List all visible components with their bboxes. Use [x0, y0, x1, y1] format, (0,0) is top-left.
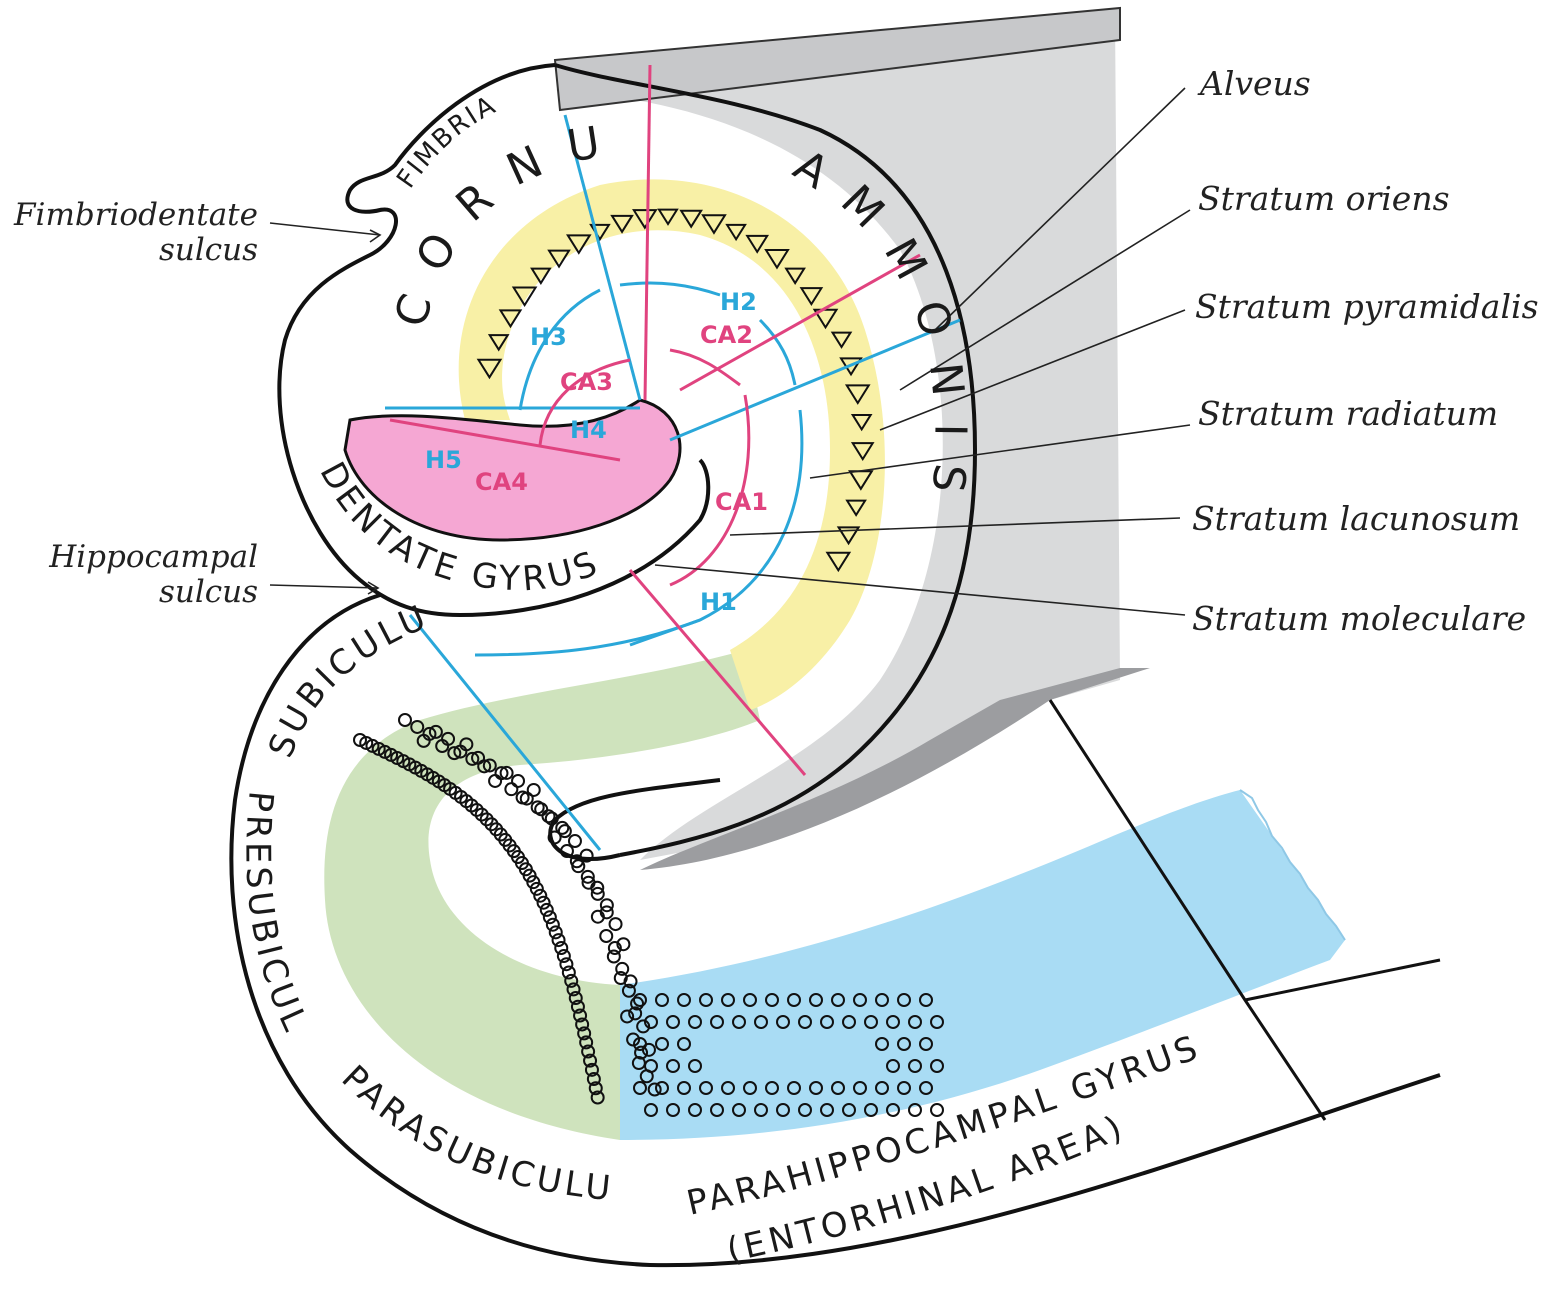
granule-cell: [399, 714, 411, 726]
stratum-lacunosum-label: Stratum lacunosum: [1192, 499, 1520, 538]
granule-cell: [560, 958, 572, 970]
granule-cell: [608, 950, 620, 962]
granule-cell: [563, 966, 575, 978]
alveus-label: Alveus: [1197, 64, 1311, 103]
granule-cell: [547, 919, 559, 931]
stratum-moleculare-label: Stratum moleculare: [1192, 599, 1526, 638]
h3-label: H3: [530, 323, 567, 351]
stratum-pyramidalis-label: Stratum pyramidalis: [1195, 287, 1539, 326]
hippocampal-label-2: sulcus: [159, 574, 258, 610]
granule-cell: [512, 775, 524, 787]
granule-cell: [600, 930, 612, 942]
ca4-label: CA4: [475, 468, 528, 496]
granule-cell: [559, 825, 571, 837]
h5-label: H5: [425, 446, 462, 474]
granule-cell: [538, 897, 550, 909]
granule-cell: [544, 911, 556, 923]
stratum-oriens-label: Stratum oriens: [1198, 179, 1450, 218]
stratum-radiatum-label: Stratum radiatum: [1198, 394, 1498, 433]
ca3-label: CA3: [560, 368, 613, 396]
ca2-label: CA2: [700, 321, 753, 349]
granule-cell: [489, 775, 501, 787]
presubiculum-label: PRESUBICULUM: [0, 0, 316, 1039]
granule-cell: [610, 918, 622, 930]
subiculum-label: SUBICULUM: [0, 0, 435, 763]
hippocampal-label-1: Hippocampal: [48, 539, 258, 575]
sulcus-labels: Fimbriodentate sulcus Hippocampal sulcus: [13, 197, 258, 610]
strata-labels: Alveus Stratum oriens Stratum pyramidali…: [1192, 64, 1539, 638]
granule-cell: [558, 950, 570, 962]
granule-cell: [535, 803, 547, 815]
granule-cell: [555, 942, 567, 954]
h1-label: H1: [700, 588, 737, 616]
granule-cell: [541, 904, 553, 916]
granule-cell: [505, 783, 517, 795]
granule-cell: [550, 926, 562, 938]
fimbriodentate-label-2: sulcus: [159, 232, 258, 268]
fimbriodentate-label-1: Fimbriodentate: [13, 197, 258, 233]
granule-cell: [553, 934, 565, 946]
h2-label: H2: [720, 288, 757, 316]
h4-label: H4: [570, 416, 607, 444]
ca1-label: CA1: [715, 488, 768, 516]
